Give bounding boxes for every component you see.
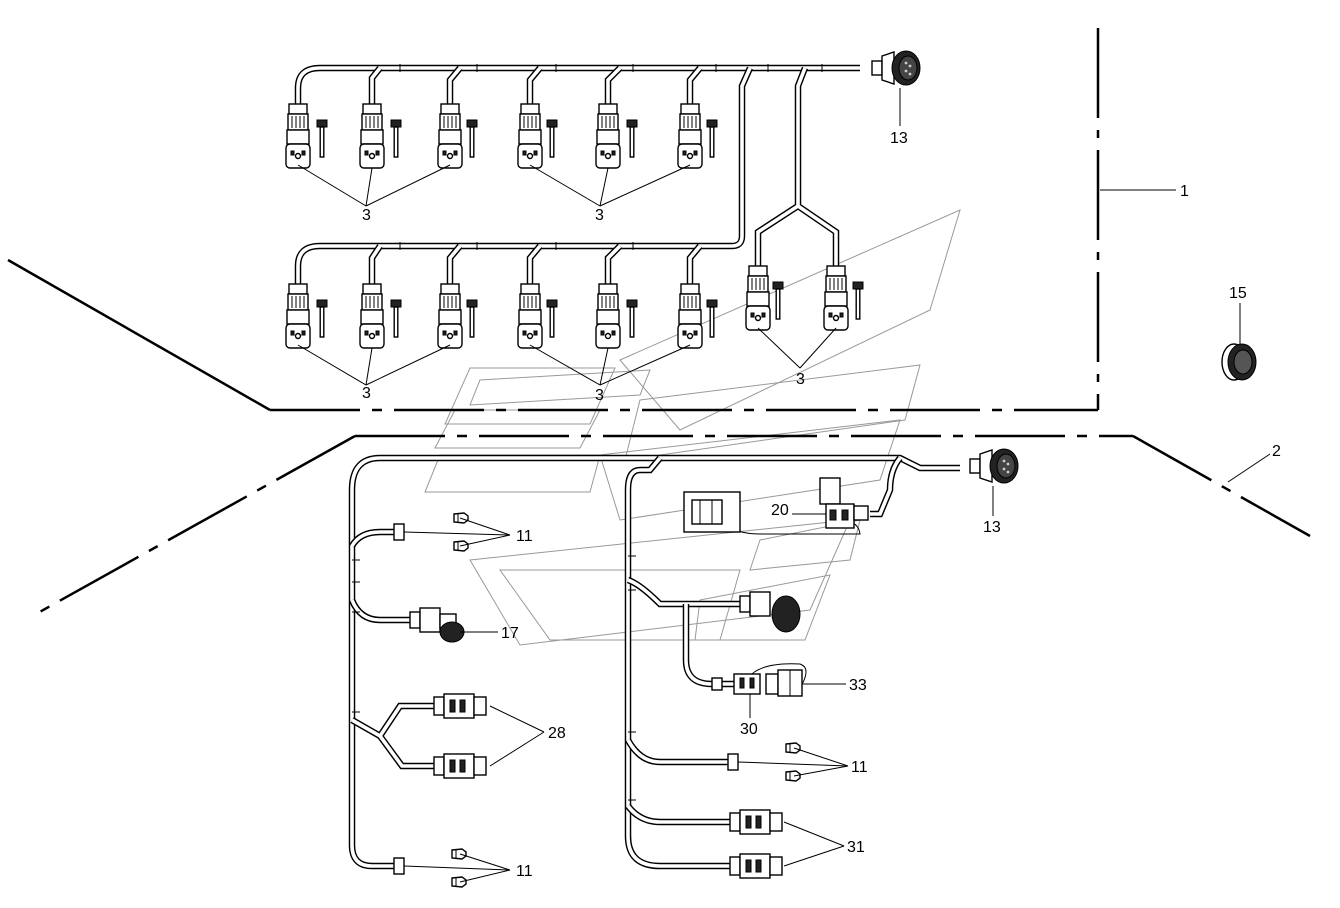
callout-3: 3 xyxy=(362,385,371,402)
relay-20 xyxy=(683,477,869,533)
callout-11: 11 xyxy=(516,528,533,545)
callout-13: 13 xyxy=(983,519,1001,536)
connectors-28 xyxy=(433,693,487,779)
callout-30: 30 xyxy=(740,721,758,738)
connector-17 xyxy=(409,607,465,643)
callout-33: 33 xyxy=(849,677,867,694)
callout-11: 11 xyxy=(851,759,868,776)
elbow-connector xyxy=(739,591,801,633)
callout-3: 3 xyxy=(362,207,371,224)
frame-lines xyxy=(7,28,1311,616)
callout-31: 31 xyxy=(847,839,865,856)
connectors-30-33 xyxy=(711,669,803,697)
callout-1: 1 xyxy=(1180,183,1189,200)
callout-17: 17 xyxy=(501,625,519,642)
connectors-31 xyxy=(729,809,783,879)
callout-3: 3 xyxy=(796,371,805,388)
callout-3: 3 xyxy=(595,387,604,404)
callout-labels: 1 2 3 3 3 3 3 13 13 15 11 17 20 28 11 11… xyxy=(362,130,1281,880)
connector-13-top xyxy=(871,50,921,86)
callout-20: 20 xyxy=(771,502,789,519)
callout-11: 11 xyxy=(516,863,533,880)
callout-13: 13 xyxy=(890,130,908,147)
callout-28: 28 xyxy=(548,725,566,742)
callout-15: 15 xyxy=(1229,285,1247,302)
connector-13-bottom xyxy=(969,448,1019,484)
leader-lines xyxy=(297,88,1271,883)
lower-harness xyxy=(348,454,960,870)
callout-2: 2 xyxy=(1272,443,1281,460)
connector-15 xyxy=(1221,343,1257,381)
upper-harness xyxy=(294,64,860,284)
callout-3: 3 xyxy=(595,207,604,224)
sensor-row-1 xyxy=(285,103,718,169)
